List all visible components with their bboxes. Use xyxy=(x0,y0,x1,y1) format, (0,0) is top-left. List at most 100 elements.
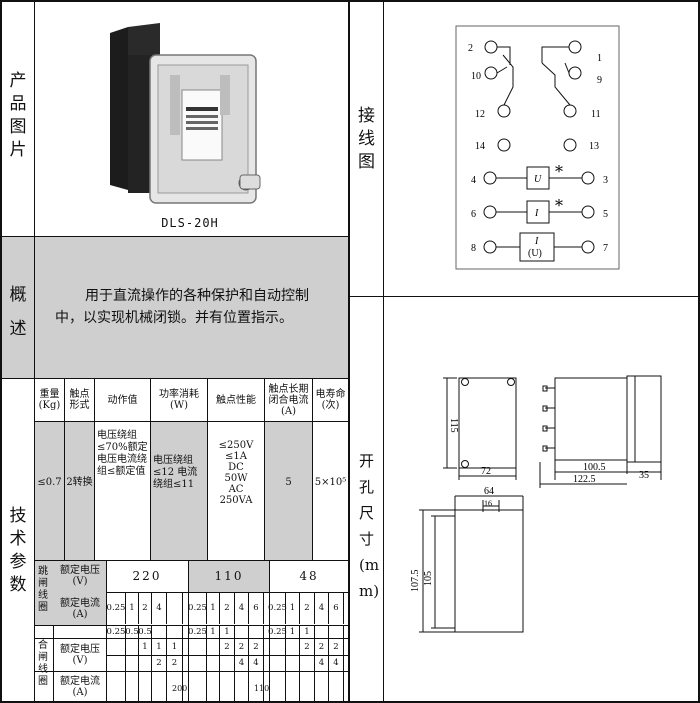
trip-current2-110-4 xyxy=(249,626,264,638)
spec-weight: ≤0.7 xyxy=(37,476,62,488)
spec-contact-perf: ≤250V ≤1A DC 50W AC 250VA xyxy=(218,440,254,506)
dim-depth: 100.5 xyxy=(583,462,606,473)
product-photo xyxy=(110,23,261,204)
section-wiring-label: 接线图 xyxy=(358,106,375,172)
trip-current-110-2: 2 xyxy=(220,593,235,624)
spec-header-life: 电寿命(次) xyxy=(315,389,346,411)
spec-contact-bg xyxy=(65,422,94,560)
close-v1-48-0 xyxy=(270,639,286,655)
trip-current2-110-3 xyxy=(235,626,249,638)
trip-current-220-1: 1 xyxy=(126,593,139,624)
close-v2-220-4: 2 xyxy=(167,656,183,671)
close-v2-110-0 xyxy=(189,656,207,671)
u-element-label: U xyxy=(534,174,542,185)
close-voltage-200: 200 xyxy=(172,684,188,693)
close-v2-220-3: 2 xyxy=(152,656,167,671)
trip-voltage-label: 额定电压(V) xyxy=(60,565,100,587)
close-coil-label: 合闸线圈 xyxy=(38,640,48,687)
section-photo-label: 产品图片 xyxy=(9,71,27,160)
i-element-label: I xyxy=(534,208,539,219)
terminal-5: 5 xyxy=(603,209,608,220)
close-v1-110-0 xyxy=(189,639,207,655)
spec-header-perf: 触点性能 xyxy=(216,394,256,406)
trip-current2-110-0: 0.25 xyxy=(188,626,207,638)
close-current-110-3 xyxy=(235,672,249,701)
trip-coil-label: 跳闸线圈 xyxy=(38,566,48,613)
close-v1-220-4: 1 xyxy=(167,639,183,655)
spec-header-power: 功率消耗(W) xyxy=(159,389,199,411)
trip-current-220-4 xyxy=(167,593,183,624)
close-v1-220-0 xyxy=(107,639,126,655)
coil-110-bg xyxy=(189,561,269,592)
close-current-220-0 xyxy=(107,672,126,701)
dimension-drawing: 115 72 100.5 122.5 35 64 16 107.5 105 xyxy=(410,375,662,633)
close-current-label: 额定电流(A) xyxy=(60,676,100,698)
close-current-220-1 xyxy=(126,672,139,701)
trip-current2-220-1: 0.5 xyxy=(125,626,139,638)
close-v2-48-0 xyxy=(270,656,286,671)
trip-current-110-1: 1 xyxy=(207,593,220,624)
close-current-220-2 xyxy=(139,672,152,701)
close-v1-48-1 xyxy=(286,639,300,655)
close-current-110-4 xyxy=(249,672,264,701)
spec-life: 5×10⁵ xyxy=(314,476,347,488)
wiring-diagram: U I I (U) * * 1 2 3 4 5 6 7 8 9 10 11 12… xyxy=(455,25,620,270)
trip-current2-220-2: 0.5 xyxy=(138,626,152,638)
trip-current-220-0: 0.25 xyxy=(107,593,126,624)
iu-element-top: I xyxy=(534,236,539,247)
close-v1-220-1 xyxy=(126,639,139,655)
close-v1-110-4: 2 xyxy=(249,639,264,655)
dim-cut-height: 107.5 xyxy=(410,570,421,593)
trip-current-48-3: 4 xyxy=(315,593,329,624)
close-v1-48-2: 2 xyxy=(300,639,315,655)
close-current-220-3 xyxy=(152,672,167,701)
close-v1-220-2: 1 xyxy=(139,639,152,655)
dim-cut-height2: 105 xyxy=(423,571,434,586)
section-overview-bg xyxy=(2,237,34,378)
trip-current-110-4: 6 xyxy=(249,593,264,624)
star-mark-2: * xyxy=(555,196,563,215)
product-model: DLS-20H xyxy=(161,216,219,230)
spec-long-current: 5 xyxy=(285,476,292,488)
trip-current2-220-0: 0.25 xyxy=(106,626,126,638)
close-v1-110-1 xyxy=(207,639,220,655)
section-cutout-label: 开孔尺寸(mm) xyxy=(359,452,380,600)
spec-header-longcurrent: 触点长期闭合电流(A) xyxy=(268,383,309,417)
trip-current-label: 额定电流(A) xyxy=(60,598,100,620)
trip-label-bg xyxy=(35,561,106,625)
spec-header-weight: 重量(Kg) xyxy=(38,389,61,411)
trip-current-110-0: 0.25 xyxy=(188,593,207,624)
close-v2-220-2 xyxy=(139,656,152,671)
trip-current2-48-2: 1 xyxy=(300,626,315,638)
trip-voltage-220: 220 xyxy=(132,568,162,583)
close-current-48-4 xyxy=(329,672,344,701)
spec-header-contact: 触点形式 xyxy=(69,389,90,411)
spec-contact-form: 2转换 xyxy=(66,476,93,488)
close-v1-110-2: 2 xyxy=(220,639,235,655)
trip-current2-110-1: 1 xyxy=(207,626,220,638)
terminal-4: 4 xyxy=(471,175,476,186)
terminal-2: 2 xyxy=(468,43,473,54)
dim-width: 72 xyxy=(481,466,491,477)
close-current-110-2 xyxy=(220,672,235,701)
close-v2-220-1 xyxy=(126,656,139,671)
dim-height: 115 xyxy=(448,418,459,433)
close-v2-110-1 xyxy=(207,656,220,671)
terminal-14: 14 xyxy=(475,141,485,152)
close-v1-220-3: 1 xyxy=(152,639,167,655)
close-v2-48-1 xyxy=(286,656,300,671)
iu-element-bottom: (U) xyxy=(528,248,542,259)
dim-front: 35 xyxy=(639,470,649,481)
spec-power-bg xyxy=(151,422,207,560)
trip-current-48-1: 1 xyxy=(286,593,300,624)
close-current-220-4 xyxy=(167,672,183,701)
trip-current-48-0: 0.25 xyxy=(268,593,287,624)
close-v1-48-4: 2 xyxy=(329,639,344,655)
terminal-7: 7 xyxy=(603,243,608,254)
trip-current-48-4: 6 xyxy=(329,593,344,624)
trip-current-220-3: 4 xyxy=(152,593,167,624)
trip-current2-110-2: 1 xyxy=(220,626,235,638)
trip-current2-48-4 xyxy=(329,626,344,638)
trip-current2-48-3 xyxy=(315,626,329,638)
terminal-13: 13 xyxy=(589,141,599,152)
